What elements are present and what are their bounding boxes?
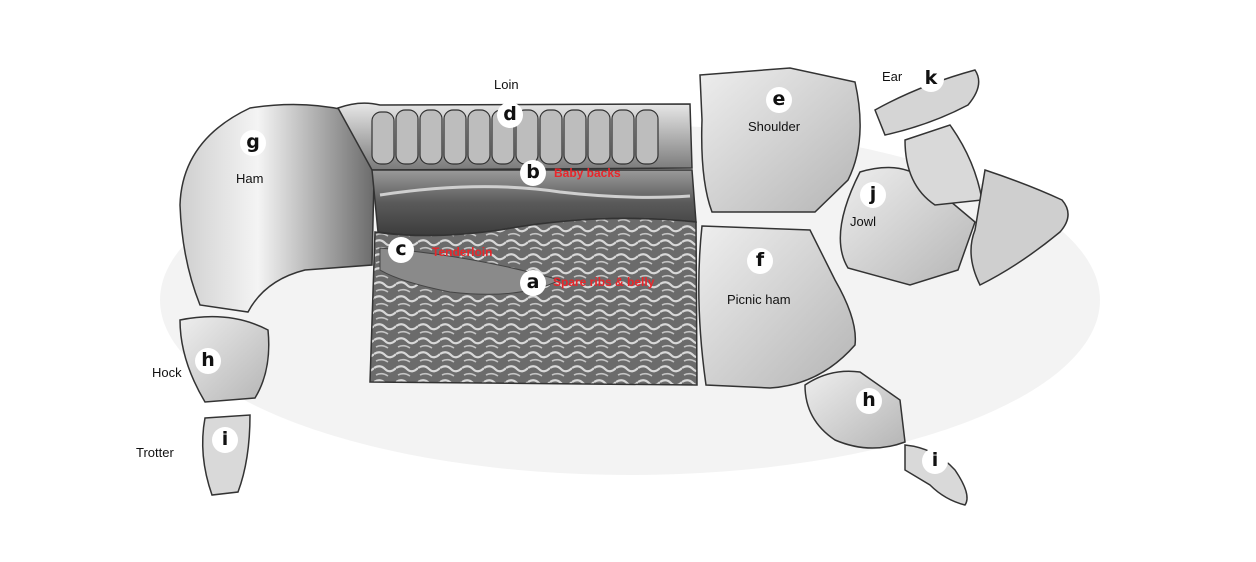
front-hock-cut	[804, 370, 906, 449]
tenderloin-label: Tenderloin	[432, 245, 493, 259]
jowl-label: Jowl	[850, 214, 877, 229]
snout-cut	[970, 169, 1069, 287]
baby-backs-label: Baby backs	[554, 166, 621, 180]
ear-label: Ear	[882, 69, 903, 84]
spare-ribs-belly-label: Spare ribs & belly	[553, 275, 655, 289]
cut-g-badge: g	[240, 130, 266, 156]
picnic-ham-label: Picnic ham	[727, 292, 791, 307]
trotter-label: Trotter	[136, 445, 174, 460]
cut-j-badge: j	[860, 182, 886, 208]
cut-i-badge-left: i	[212, 427, 238, 453]
ear-cut	[874, 69, 980, 136]
shoulder-label: Shoulder	[748, 119, 801, 134]
cut-f-badge: f	[747, 248, 773, 274]
cut-k-badge: k	[918, 66, 944, 92]
left-hock-cut	[179, 315, 270, 403]
cut-e-badge: e	[766, 87, 792, 113]
belly-cut	[369, 217, 698, 386]
cut-b-badge: b	[520, 160, 546, 186]
loin-label: Loin	[494, 77, 519, 92]
ham-cut	[179, 103, 376, 313]
cut-d-badge: d	[497, 102, 523, 128]
cut-c-badge: c	[388, 237, 414, 263]
picnic-ham-cut	[698, 225, 857, 389]
cut-a-badge: a	[520, 270, 546, 296]
shoulder-cut	[699, 67, 861, 213]
cut-h-badge-front: h	[856, 388, 882, 414]
hock-label: Hock	[152, 365, 182, 380]
cut-h-badge-left: h	[195, 348, 221, 374]
cut-i-badge-front: i	[922, 448, 948, 474]
ham-label: Ham	[236, 171, 264, 186]
